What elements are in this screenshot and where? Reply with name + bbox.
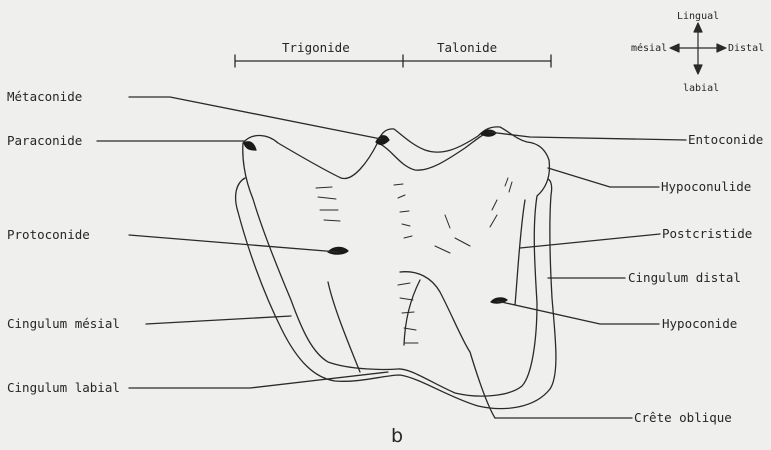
label-postcristide: Postcristide — [662, 227, 752, 241]
crown-outline — [243, 127, 550, 396]
panel-letter: b — [391, 425, 403, 447]
cusp-tips — [244, 130, 507, 303]
label-metaconide: Métaconide — [7, 90, 82, 104]
label-hypoconulide: Hypoconulide — [661, 180, 751, 194]
label-cingulum-mesial: Cingulum mésial — [7, 317, 120, 331]
section-scale-bar — [235, 55, 551, 67]
trigonide-label: Trigonide — [282, 41, 350, 55]
orientation-compass — [670, 23, 726, 74]
label-entoconide: Entoconide — [688, 133, 763, 147]
cingulum-outline — [236, 178, 556, 409]
mesial-groove — [328, 282, 360, 372]
label-hypoconide: Hypoconide — [662, 317, 737, 331]
compass-lingual-label: Lingual — [677, 10, 719, 24]
compass-distal-label: Distal — [728, 42, 764, 56]
compass-labial-label: labial — [683, 82, 719, 96]
compass-mesial-label: mésial — [631, 42, 667, 56]
label-protoconide: Protoconide — [7, 228, 90, 242]
talonide-label: Talonide — [437, 41, 497, 55]
label-cingulum-labial: Cingulum labial — [7, 381, 120, 395]
postcristid — [515, 200, 525, 305]
label-crete-oblique: Crête oblique — [634, 411, 732, 425]
label-paraconide: Paraconide — [7, 134, 82, 148]
label-cingulum-distal: Cingulum distal — [628, 271, 741, 285]
wear-marks — [316, 178, 512, 343]
